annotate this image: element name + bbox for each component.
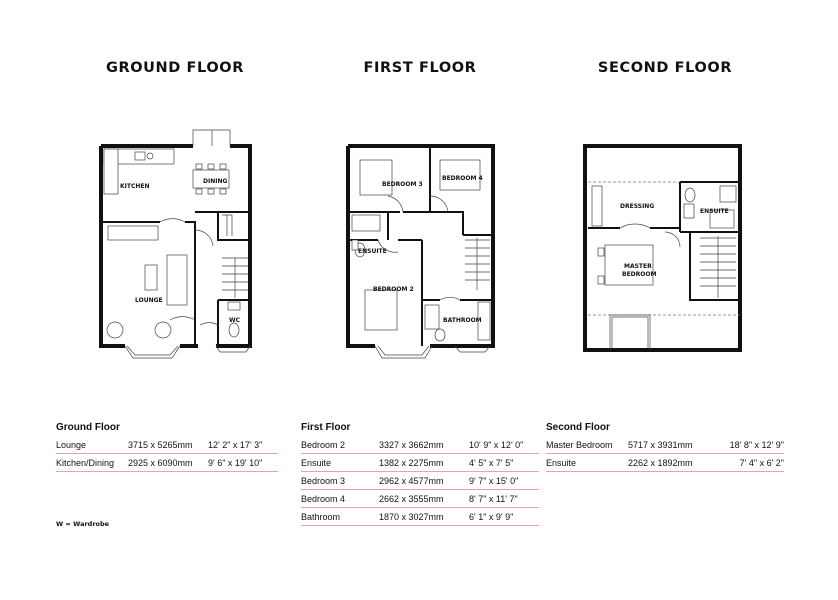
- second-floor-table-title: Second Floor: [546, 422, 610, 433]
- room-label-bedroom-3: BEDROOM 3: [382, 181, 423, 188]
- room-label-wc: WC: [229, 317, 241, 324]
- room-name: Bedroom 3: [301, 475, 346, 486]
- room-name: Ensuite: [546, 457, 577, 468]
- room-metric: 2262 x 1892mm: [628, 457, 693, 468]
- table-row: Lounge 3715 x 5265mm 12' 2" x 17' 3": [56, 436, 278, 454]
- room-label-master-bedroom: BEDROOM: [622, 271, 656, 278]
- table-row: Ensuite 1382 x 2275mm 4' 5" x 7' 5": [301, 454, 539, 472]
- first-floor-title: FIRST FLOOR: [363, 60, 477, 76]
- room-name: Kitchen/Dining: [56, 457, 115, 468]
- ground-floor-title: GROUND FLOOR: [105, 60, 245, 76]
- ground-floor-plan: [99, 129, 252, 359]
- room-name: Ensuite: [301, 457, 332, 468]
- room-label-bedroom-4: BEDROOM 4: [442, 175, 483, 182]
- first-floor-dimensions-table: First Floor Bedroom 2 3327 x 3662mm 10' …: [301, 422, 539, 526]
- table-row: Master Bedroom 5717 x 3931mm 18' 8" x 12…: [546, 436, 784, 454]
- room-imperial: 7' 4" x 6' 2": [739, 457, 784, 468]
- room-imperial: 9' 6" x 19' 10": [208, 457, 263, 468]
- room-metric: 2962 x 4577mm: [379, 475, 444, 486]
- table-row: Bathroom 1870 x 3027mm 6' 1" x 9' 9": [301, 508, 539, 526]
- table-row: Bedroom 2 3327 x 3662mm 10' 9" x 12' 0": [301, 436, 539, 454]
- floor-plans: KITCHEN DINING LOUNGE WC BEDROOM 3 BEDRO…: [99, 129, 742, 359]
- room-imperial: 6' 1" x 9' 9": [469, 511, 514, 522]
- room-label-kitchen: KITCHEN: [120, 183, 150, 190]
- room-label-ensuite-second: ENSUITE: [700, 208, 729, 215]
- room-metric: 2662 x 3555mm: [379, 493, 444, 504]
- first-floor-plan: [346, 144, 495, 359]
- room-metric: 2925 x 6090mm: [128, 457, 193, 468]
- room-label-bathroom: BATHROOM: [443, 317, 482, 324]
- second-floor-plan: [583, 144, 742, 352]
- room-name: Lounge: [56, 439, 87, 450]
- room-label-dressing: DRESSING: [620, 203, 654, 210]
- second-floor-title: SECOND FLOOR: [597, 60, 733, 76]
- second-floor-dimensions-table: Second Floor Master Bedroom 5717 x 3931m…: [546, 422, 784, 472]
- room-name: Bedroom 2: [301, 439, 346, 450]
- room-metric: 3715 x 5265mm: [128, 439, 193, 450]
- room-imperial: 12' 2" x 17' 3": [208, 439, 263, 450]
- ground-floor-table-title: Ground Floor: [56, 422, 120, 433]
- table-row: Bedroom 4 2662 x 3555mm 8' 7" x 11' 7": [301, 490, 539, 508]
- room-imperial: 18' 8" x 12' 9": [729, 439, 784, 450]
- room-name: Bedroom 4: [301, 493, 346, 504]
- room-metric: 5717 x 3931mm: [628, 439, 693, 450]
- room-imperial: 8' 7" x 11' 7": [469, 493, 518, 504]
- room-imperial: 10' 9" x 12' 0": [469, 439, 524, 450]
- table-row: Bedroom 3 2962 x 4577mm 9' 7" x 15' 0": [301, 472, 539, 490]
- wardrobe-note: W = Wardrobe: [56, 520, 110, 528]
- room-label-master: MASTER: [624, 263, 652, 270]
- room-label-lounge: LOUNGE: [135, 297, 163, 304]
- room-imperial: 4' 5" x 7' 5": [469, 457, 514, 468]
- room-metric: 3327 x 3662mm: [379, 439, 444, 450]
- first-floor-table-title: First Floor: [301, 422, 351, 433]
- ground-floor-dimensions-table: Ground Floor Lounge 3715 x 5265mm 12' 2"…: [56, 422, 278, 472]
- room-name: Bathroom: [301, 511, 341, 522]
- table-row: Ensuite 2262 x 1892mm 7' 4" x 6' 2": [546, 454, 784, 472]
- room-metric: 1382 x 2275mm: [379, 457, 444, 468]
- room-label-dining: DINING: [203, 178, 227, 185]
- table-row: Kitchen/Dining 2925 x 6090mm 9' 6" x 19'…: [56, 454, 278, 472]
- room-imperial: 9' 7" x 15' 0": [469, 475, 519, 486]
- room-name: Master Bedroom: [546, 439, 613, 450]
- room-metric: 1870 x 3027mm: [379, 511, 444, 522]
- room-label-bedroom-2: BEDROOM 2: [373, 286, 414, 293]
- room-label-ensuite-first: ENSUITE: [358, 248, 387, 255]
